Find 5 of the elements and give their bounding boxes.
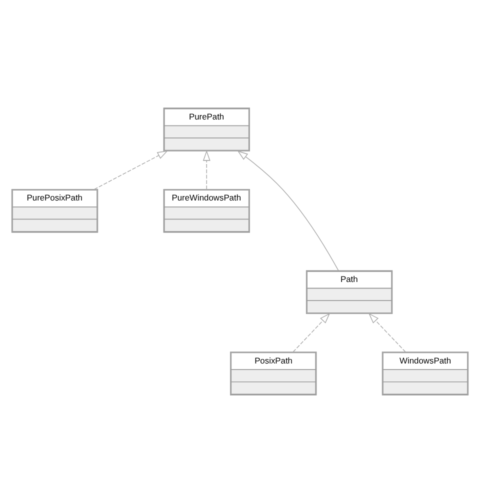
arrow: [237, 150, 339, 270]
arrow: [202, 150, 210, 190]
arrow: [292, 312, 330, 352]
arrow: [368, 312, 406, 352]
arrow: [94, 150, 168, 190]
